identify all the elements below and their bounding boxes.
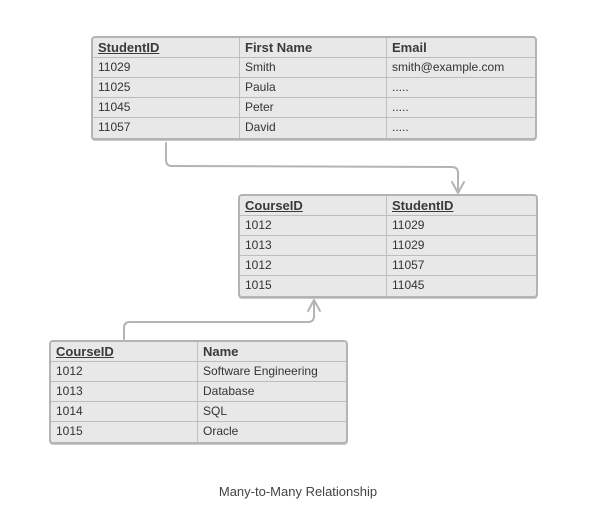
- table-cell: 1012: [51, 362, 198, 381]
- students-col-email: Email: [392, 40, 427, 55]
- table-row: 1014 SQL: [51, 402, 346, 422]
- students-col-firstname: First Name: [240, 38, 387, 57]
- courses-table: CourseID Name 1012 Software Engineering …: [49, 340, 348, 444]
- students-col-studentid: StudentID: [93, 38, 240, 57]
- table-cell: Software Engineering: [203, 364, 318, 378]
- courses-to-enrollments-arrow: [123, 299, 315, 340]
- students-header-row: StudentID First Name Email: [93, 38, 535, 58]
- table-cell: smith@example.com: [392, 60, 505, 74]
- enrollments-col-courseid: CourseID: [240, 196, 387, 215]
- table-cell: Smith: [240, 58, 387, 77]
- table-row: 11025 Paula .....: [93, 78, 535, 98]
- courses-header-row: CourseID Name: [51, 342, 346, 362]
- enrollments-col-studentid: StudentID: [392, 198, 454, 213]
- table-cell: .....: [392, 100, 409, 114]
- table-cell: 11057: [392, 258, 425, 272]
- table-cell: 1013: [240, 236, 387, 255]
- table-cell: Database: [203, 384, 255, 398]
- table-row: 1012 11029: [240, 216, 536, 236]
- table-cell: 1015: [51, 422, 198, 442]
- table-cell: Peter: [240, 98, 387, 117]
- table-cell: 11029: [392, 218, 425, 232]
- students-table: StudentID First Name Email 11029 Smith s…: [91, 36, 537, 140]
- courses-col-name: Name: [203, 344, 239, 359]
- table-cell: David: [240, 118, 387, 138]
- table-row: 1013 Database: [51, 382, 346, 402]
- table-cell: Paula: [240, 78, 387, 97]
- table-row: 1012 11057: [240, 256, 536, 276]
- table-row: 1013 11029: [240, 236, 536, 256]
- students-to-enrollments-arrow: [165, 142, 459, 193]
- table-cell: 1015: [240, 276, 387, 296]
- courses-to-enrollments-arrowhead: [307, 299, 321, 312]
- enrollments-table: CourseID StudentID 1012 11029 1013 11029…: [238, 194, 538, 298]
- table-cell: 11045: [93, 98, 240, 117]
- table-row: 1015 11045: [240, 276, 536, 296]
- students-to-enrollments-arrowhead: [451, 181, 465, 194]
- courses-col-courseid: CourseID: [51, 342, 198, 361]
- table-cell: 1013: [51, 382, 198, 401]
- table-cell: 11029: [392, 238, 425, 252]
- table-cell: 11045: [392, 278, 425, 292]
- table-cell: 11029: [93, 58, 240, 77]
- table-cell: 11057: [93, 118, 240, 138]
- table-row: 11029 Smith smith@example.com: [93, 58, 535, 78]
- table-row: 1015 Oracle: [51, 422, 346, 442]
- diagram-caption: Many-to-Many Relationship: [218, 484, 378, 499]
- table-cell: SQL: [203, 404, 228, 418]
- table-cell: .....: [392, 120, 409, 134]
- table-cell: Oracle: [203, 424, 239, 438]
- table-cell: 11025: [93, 78, 240, 97]
- table-row: 11045 Peter .....: [93, 98, 535, 118]
- table-cell: 1012: [240, 256, 387, 275]
- table-cell: .....: [392, 80, 409, 94]
- table-row: 1012 Software Engineering: [51, 362, 346, 382]
- enrollments-header-row: CourseID StudentID: [240, 196, 536, 216]
- table-cell: 1014: [51, 402, 198, 421]
- table-row: 11057 David .....: [93, 118, 535, 138]
- table-cell: 1012: [240, 216, 387, 235]
